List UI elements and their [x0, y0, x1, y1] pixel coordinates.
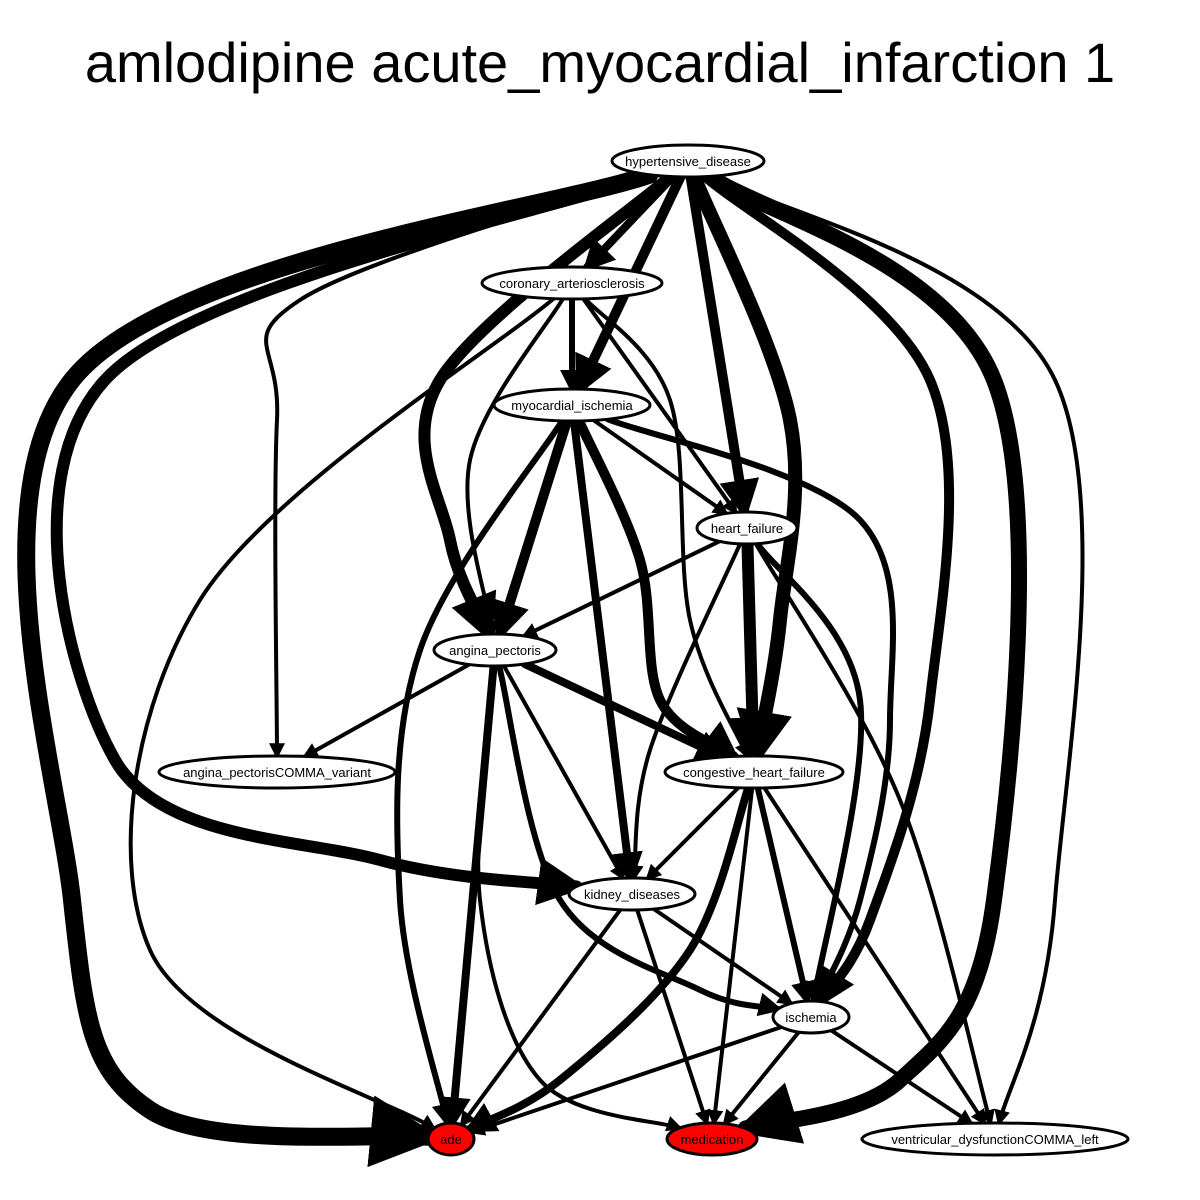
edge-myocardial_ischemia-to-heart_failure	[591, 418, 729, 516]
node-angina_pectorisCOMMA_variant: angina_pectorisCOMMA_variant	[157, 754, 397, 790]
node-kidney_diseases: kidney_diseases	[567, 876, 697, 912]
edge-angina_pectoris-to-angina_pectorisCOMMA_variant	[301, 662, 472, 759]
node-label-ischemia: ischemia	[785, 1010, 837, 1025]
edge-hypertensive_disease-to-kidney_diseases	[50, 168, 657, 906]
node-shape-ade	[426, 1121, 476, 1157]
diagram-title: amlodipine acute_myocardial_infarction 1	[85, 31, 1115, 94]
node-label-ventricular_dysfunctionCOMMA_left: ventricular_dysfunctionCOMMA_left	[891, 1132, 1099, 1147]
edges-layer	[17, 165, 1085, 1168]
edge-kidney_diseases-to-ade	[459, 907, 623, 1128]
node-label-coronary_arteriosclerosis: coronary_arteriosclerosis	[499, 276, 645, 291]
edge-myocardial_ischemia-to-congestive_heart_failure	[573, 415, 741, 762]
edge-ischemia-to-medication	[722, 1030, 801, 1127]
node-label-myocardial_ischemia: myocardial_ischemia	[511, 398, 633, 413]
node-shape-angina_pectorisCOMMA_variant	[157, 754, 397, 790]
node-angina_pectoris: angina_pectoris	[432, 632, 558, 668]
edge-congestive_heart_failure-to-ventricular_dysfunctionCOMMA_left	[762, 785, 987, 1126]
edge-hypertensive_disease-to-angina_pectoris	[418, 170, 677, 643]
node-congestive_heart_failure: congestive_heart_failure	[663, 754, 845, 790]
edge-congestive_heart_failure-to-ade	[463, 783, 753, 1134]
edge-hypertensive_disease-to-ischemia	[700, 171, 955, 1009]
node-ventricular_dysfunctionCOMMA_left: ventricular_dysfunctionCOMMA_left	[860, 1121, 1130, 1157]
edge-coronary_arteriosclerosis-to-congestive_heart_failure	[583, 296, 750, 759]
node-shape-ventricular_dysfunctionCOMMA_left	[860, 1121, 1130, 1157]
edge-heart_failure-to-kidney_diseases	[627, 541, 743, 882]
edge-congestive_heart_failure-to-medication	[707, 785, 755, 1127]
edge-coronary_arteriosclerosis-to-ade	[128, 296, 556, 1131]
node-myocardial_ischemia: myocardial_ischemia	[492, 387, 652, 423]
node-label-heart_failure: heart_failure	[711, 521, 783, 536]
edge-myocardial_ischemia-to-ischemia	[604, 416, 896, 1006]
edge-congestive_heart_failure-to-ischemia	[754, 784, 815, 1006]
node-coronary_arteriosclerosis: coronary_arteriosclerosis	[480, 265, 664, 301]
node-label-medication: medication	[681, 1132, 744, 1147]
edge-coronary_arteriosclerosis-to-angina_pectoris	[465, 296, 565, 638]
edge-myocardial_ischemia-to-kidney_diseases	[569, 416, 643, 885]
edge-kidney_diseases-to-medication	[635, 907, 711, 1127]
node-label-angina_pectoris: angina_pectoris	[449, 643, 541, 658]
edge-ischemia-to-ventricular_dysfunctionCOMMA_left	[829, 1028, 974, 1126]
edge-hypertensive_disease-to-ade	[17, 165, 659, 1168]
edge-hypertensive_disease-to-congestive_heart_failure	[687, 169, 803, 768]
edge-angina_pectoris-to-ischemia	[496, 662, 783, 1017]
edge-myocardial_ischemia-to-ade	[394, 417, 566, 1128]
edge-angina_pectoris-to-congestive_heart_failure	[520, 659, 729, 762]
edge-heart_failure-to-congestive_heart_failure	[728, 537, 777, 766]
edge-angina_pectoris-to-medication	[476, 663, 683, 1132]
edge-coronary_arteriosclerosis-to-heart_failure	[581, 296, 738, 516]
node-shape-angina_pectoris	[432, 632, 558, 668]
edge-hypertensive_disease-to-medication	[701, 168, 1027, 1144]
edge-myocardial_ischemia-to-angina_pectoris	[490, 415, 572, 642]
node-shape-heart_failure	[695, 510, 799, 546]
node-label-congestive_heart_failure: congestive_heart_failure	[683, 765, 825, 780]
node-medication: medication	[665, 1121, 759, 1157]
node-shape-kidney_diseases	[567, 876, 697, 912]
edge-ischemia-to-ade	[468, 1025, 784, 1136]
node-shape-hypertensive_disease	[610, 143, 766, 179]
node-shape-myocardial_ischemia	[492, 387, 652, 423]
node-shape-coronary_arteriosclerosis	[480, 265, 664, 301]
node-label-angina_pectorisCOMMA_variant: angina_pectorisCOMMA_variant	[183, 765, 371, 780]
node-ischemia: ischemia	[771, 999, 851, 1035]
edge-heart_failure-to-ischemia	[754, 540, 865, 1006]
nodes-layer: hypertensive_disease coronary_arterioscle…	[157, 143, 1130, 1157]
edge-congestive_heart_failure-to-kidney_diseases	[645, 785, 741, 881]
node-label-ade: ade	[440, 1132, 462, 1147]
edge-heart_failure-to-ventricular_dysfunctionCOMMA_left	[753, 541, 995, 1127]
node-shape-medication	[665, 1121, 759, 1157]
node-label-hypertensive_disease: hypertensive_disease	[625, 154, 751, 169]
node-ade: ade	[426, 1121, 476, 1157]
edge-hypertensive_disease-to-ventricular_dysfunctionCOMMA_left	[711, 174, 1085, 1127]
node-hypertensive_disease: hypertensive_disease	[610, 143, 766, 179]
node-shape-ischemia	[771, 999, 851, 1035]
node-label-kidney_diseases: kidney_diseases	[584, 887, 681, 902]
node-shape-congestive_heart_failure	[663, 754, 845, 790]
edge-kidney_diseases-to-ischemia	[651, 907, 794, 1006]
node-heart_failure: heart_failure	[695, 510, 799, 546]
edge-heart_failure-to-angina_pectoris	[521, 539, 722, 638]
edge-angina_pectoris-to-kidney_diseases	[501, 663, 626, 881]
